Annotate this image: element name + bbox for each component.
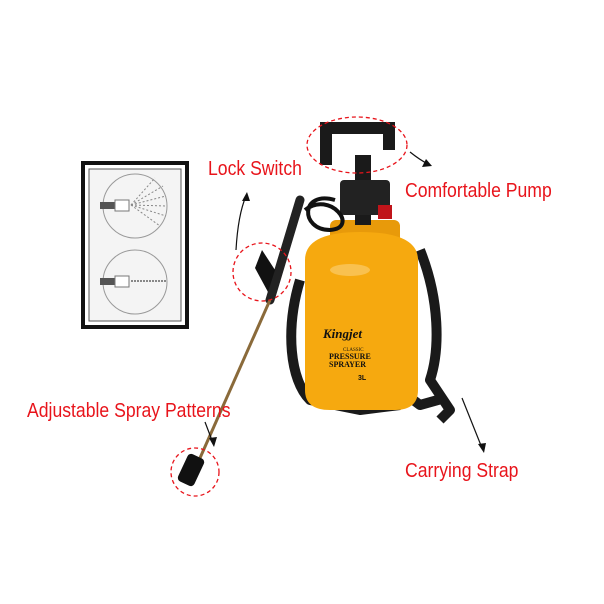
- brand-logo: Kingjet: [322, 326, 362, 341]
- fan-spray-pattern-icon: [100, 173, 168, 239]
- lock-switch-label: Lock Switch: [208, 158, 302, 180]
- spray-wand: [177, 195, 345, 487]
- lock-callout-circle: [232, 242, 292, 302]
- tank: Kingjet CLASSIC PRESSURE SPRAYER 3L: [305, 220, 418, 410]
- jet-stream-pattern-icon: [100, 249, 168, 315]
- lock-switch: [255, 250, 275, 292]
- pump-callout-circle: [306, 116, 408, 174]
- nozzle-callout-circle: [170, 447, 220, 497]
- spray-nozzle: [177, 453, 205, 487]
- adjustable-spray-label: Adjustable Spray Patterns: [27, 400, 231, 422]
- product-line-text: CLASSIC: [343, 348, 364, 353]
- capacity-text: 3L: [358, 375, 367, 382]
- product-name-text: PRESSURE: [329, 352, 371, 361]
- lock-arrow: [235, 195, 247, 251]
- spray-pattern-inset: [81, 161, 189, 329]
- comfortable-pump-label: Comfortable Pump: [405, 180, 552, 202]
- carrying-strap-label: Carrying Strap: [405, 460, 519, 482]
- product-name-text-2: SPRAYER: [329, 360, 366, 369]
- pump-handle: [320, 122, 395, 225]
- strap-arrow: [461, 397, 483, 449]
